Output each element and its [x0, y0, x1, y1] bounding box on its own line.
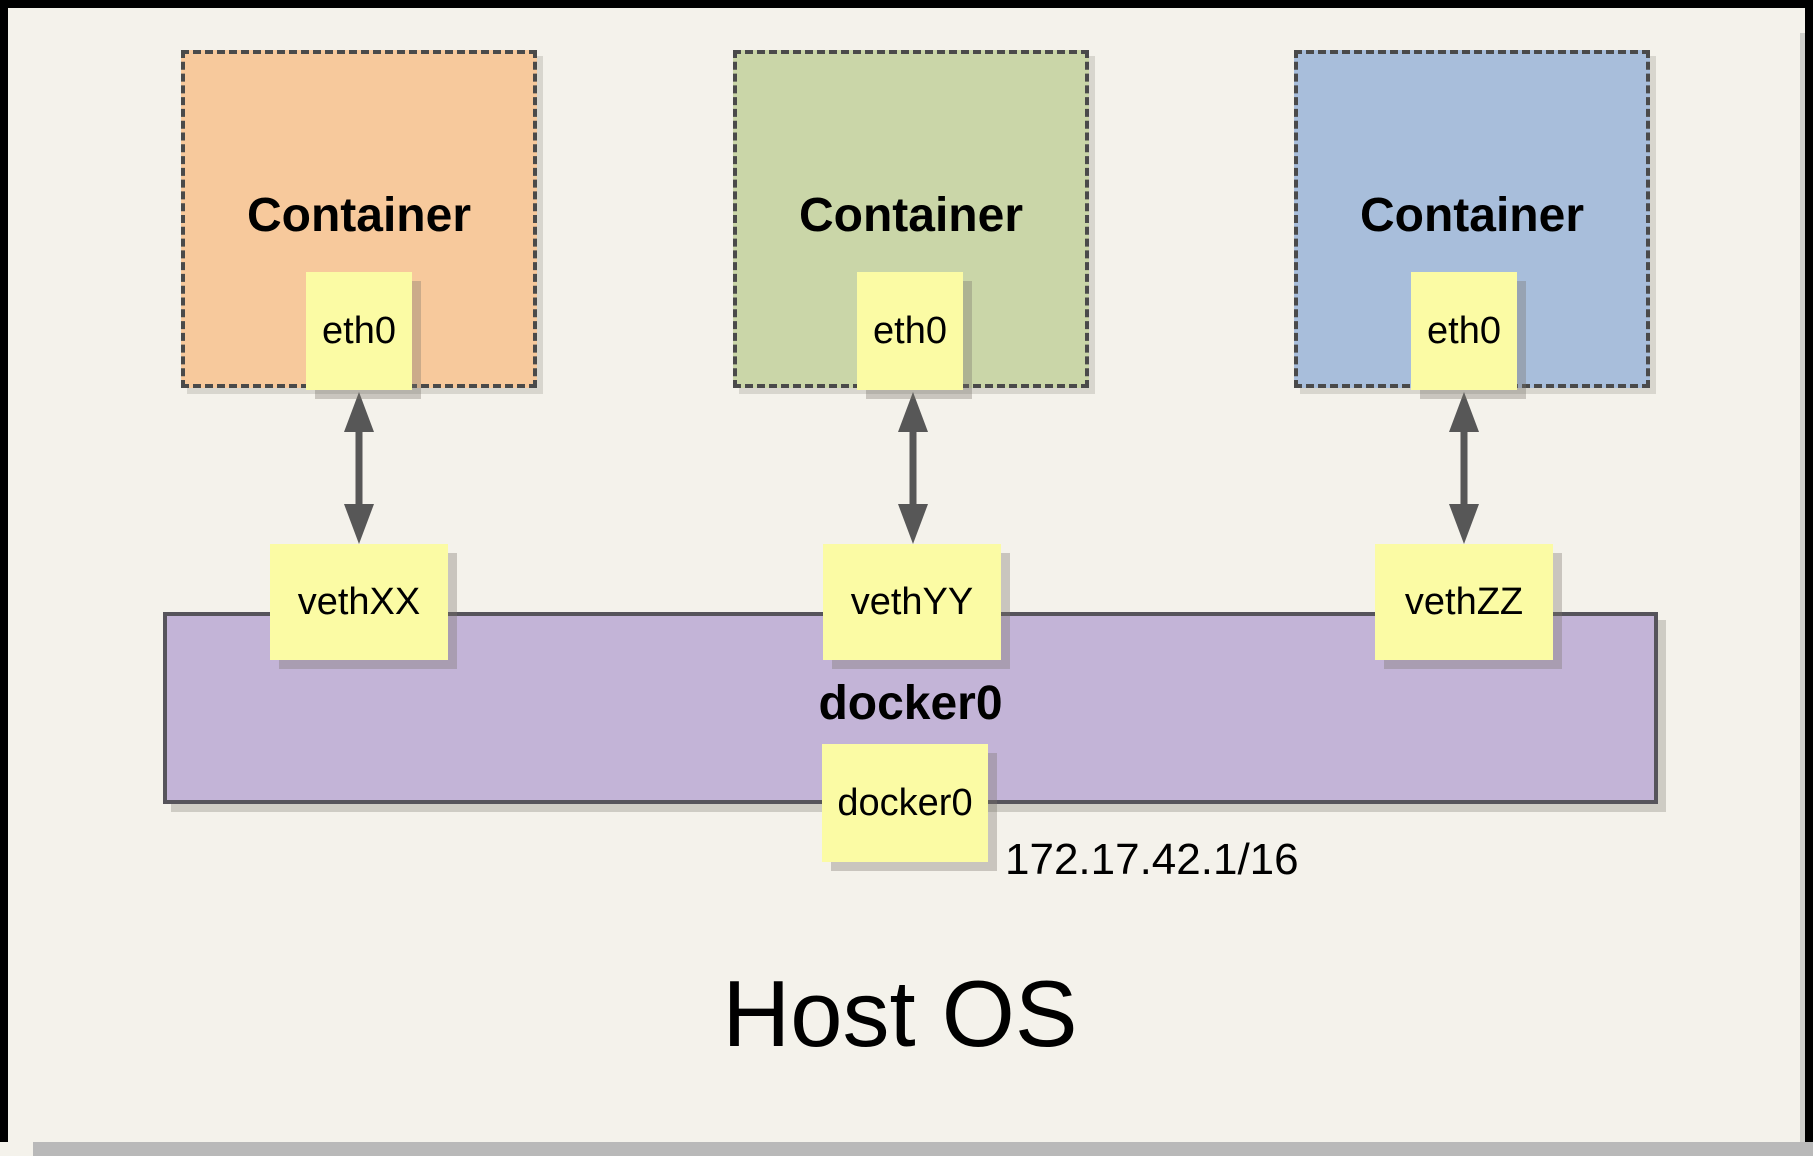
container-1-eth0-box: eth0	[306, 272, 412, 390]
arrow-2-top-head	[898, 392, 928, 432]
container-1-label: Container	[246, 189, 471, 242]
veth-arrow-2	[898, 392, 928, 544]
vethYY-label: vethYY	[850, 581, 974, 623]
docker0-interface-box: docker0	[822, 744, 988, 862]
container-3-label: Container	[1359, 189, 1584, 242]
arrow-2-shaft	[909, 428, 917, 508]
container-3-eth0-box: eth0	[1411, 272, 1517, 390]
arrow-3-bottom-head	[1449, 504, 1479, 544]
arrow-1-top-head	[344, 392, 374, 432]
docker0-bridge-label: docker0	[818, 677, 1003, 730]
panel-bottom-shadow	[33, 1142, 1813, 1156]
panel-right-shadow	[1800, 33, 1805, 1142]
vethYY-box: vethYY	[823, 544, 1001, 660]
container-2-label: Container	[798, 189, 1023, 242]
arrow-2-bottom-head	[898, 504, 928, 544]
vethZZ-label: vethZZ	[1404, 581, 1524, 623]
docker0-interface-label: docker0	[837, 782, 973, 824]
arrow-1-shaft	[355, 428, 363, 508]
arrow-1-bottom-head	[344, 504, 374, 544]
veth-arrow-1	[344, 392, 374, 544]
arrow-3-shaft	[1460, 428, 1468, 508]
container-1-eth0-label: eth0	[322, 310, 396, 352]
container-2-eth0-label: eth0	[873, 310, 947, 352]
vethXX-box: vethXX	[270, 544, 448, 660]
vethXX-label: vethXX	[297, 581, 421, 623]
docker0-ip-address: 172.17.42.1/16	[1005, 835, 1299, 884]
veth-arrow-3	[1449, 392, 1479, 544]
host-os-label: Host OS	[722, 961, 1078, 1066]
container-2-eth0-box: eth0	[857, 272, 963, 390]
arrow-3-top-head	[1449, 392, 1479, 432]
vethZZ-box: vethZZ	[1375, 544, 1553, 660]
container-3-eth0-label: eth0	[1427, 310, 1501, 352]
